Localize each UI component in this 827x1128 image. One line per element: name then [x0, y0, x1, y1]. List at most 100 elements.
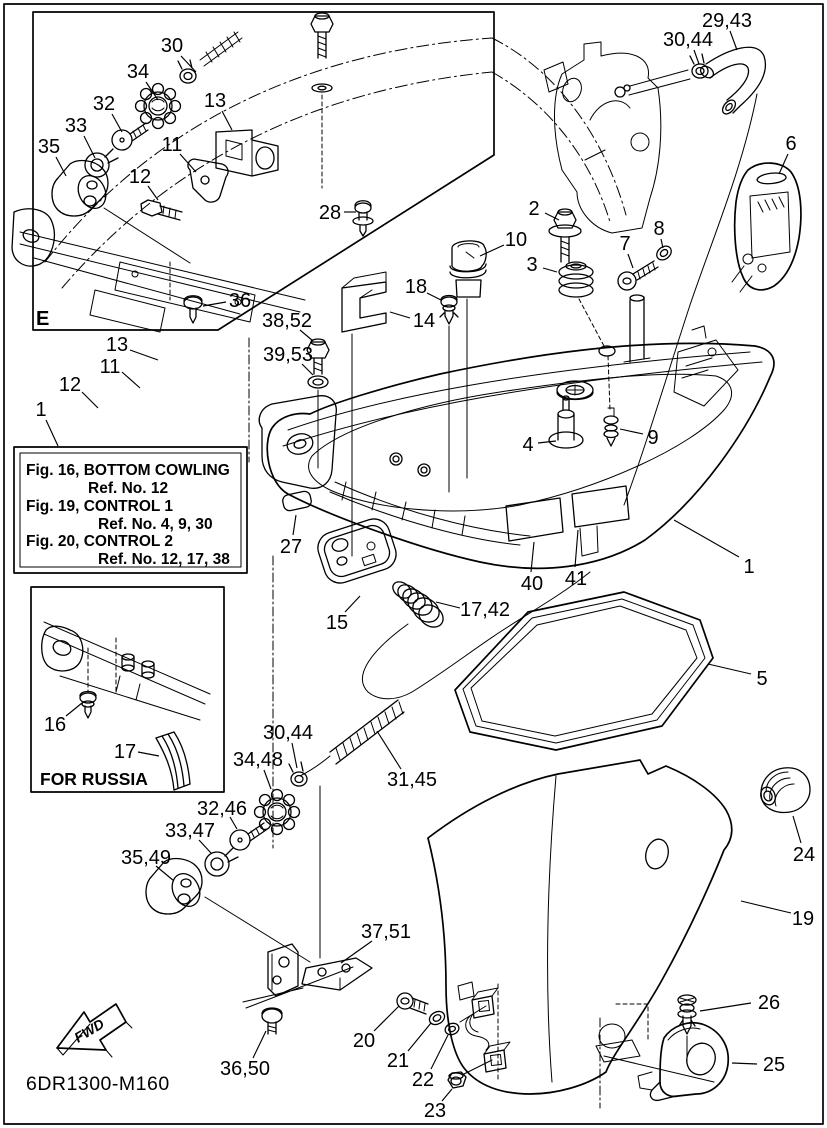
inset-label-e: E — [36, 308, 49, 330]
callout-label-22: 22 — [412, 1069, 434, 1091]
callout-leader-34-48 — [263, 769, 272, 790]
callout-label-9: 9 — [647, 427, 658, 449]
callout-label-25: 25 — [763, 1054, 785, 1076]
callout-label-1: 1 — [743, 556, 754, 578]
callout-label-18: 18 — [405, 276, 427, 298]
callout-label-24: 24 — [793, 844, 815, 866]
callout-leader-17 — [137, 751, 160, 757]
callout-leader-35-49 — [155, 865, 175, 882]
callout-leader-25 — [731, 1062, 758, 1065]
diagram-artwork — [11, 11, 811, 1109]
callout-leader-6 — [778, 153, 789, 175]
callout-label-17-42: 17,42 — [460, 599, 510, 621]
callout-leader-9 — [619, 428, 644, 435]
callout-label-16: 16 — [44, 714, 66, 736]
callout-label-33-47: 33,47 — [165, 820, 215, 842]
callout-label-35-49: 35,49 — [121, 847, 171, 869]
reference-line-2: Fig. 19, CONTROL 1 — [26, 498, 173, 515]
callout-label-28: 28 — [319, 202, 341, 224]
callout-label-13: 13 — [204, 90, 226, 112]
callout-leader-11 — [121, 371, 141, 389]
callout-label-14: 14 — [413, 310, 435, 332]
callout-leader-33 — [83, 135, 96, 159]
callout-leader-12 — [81, 391, 99, 409]
callout-label-4: 4 — [522, 434, 533, 456]
callout-leader-13 — [129, 349, 159, 361]
callout-label-34: 34 — [127, 61, 149, 83]
drawing-code: 6DR1300-M160 — [26, 1073, 170, 1095]
callout-label-6: 6 — [785, 133, 796, 155]
callout-label-11: 11 — [100, 356, 121, 378]
page-border — [3, 3, 824, 1125]
callout-label-34-48: 34,48 — [233, 749, 283, 771]
callout-leader-40 — [530, 541, 535, 573]
callout-leader-26 — [699, 1002, 752, 1012]
callout-label-32-46: 32,46 — [197, 798, 247, 820]
callout-leader-39-53 — [301, 363, 314, 376]
callout-label-37-51: 37,51 — [361, 921, 411, 943]
callout-leader-27 — [292, 514, 297, 536]
callout-label-30: 30 — [161, 35, 183, 57]
callout-label-30-44: 30,44 — [663, 29, 713, 51]
callout-label-8: 8 — [653, 218, 664, 240]
callout-label-19: 19 — [792, 908, 814, 930]
callout-label-35: 35 — [38, 136, 60, 158]
callout-label-13: 13 — [106, 334, 128, 356]
callout-label-26: 26 — [758, 992, 780, 1014]
callout-leader-35 — [55, 156, 67, 177]
callout-leader-12 — [147, 185, 159, 201]
for-russia-box — [30, 586, 225, 793]
callout-leader-1 — [673, 519, 740, 558]
callout-leader-30 — [180, 55, 197, 73]
for-russia-label: FOR RUSSIA — [40, 769, 148, 789]
callout-leader-2 — [544, 212, 560, 221]
callout-leader-32-46 — [229, 816, 238, 830]
callout-leader-29-43 — [729, 30, 738, 51]
callout-label-39-53: 39,53 — [263, 344, 313, 366]
callout-label-36: 36 — [229, 290, 251, 312]
callout-leader-8 — [660, 238, 664, 249]
callout-leader-1 — [45, 419, 59, 447]
callout-leader-22 — [430, 1034, 449, 1070]
callout-leader-17-42 — [435, 601, 461, 609]
callout-leader-33-47 — [198, 839, 212, 854]
callout-label-41: 41 — [565, 568, 587, 590]
callout-label-23: 23 — [424, 1100, 446, 1122]
reference-line-3: Ref. No. 4, 9, 30 — [98, 516, 213, 533]
callout-leader-4 — [537, 440, 557, 444]
callout-leader-31-45 — [376, 730, 402, 770]
callout-label-10: 10 — [505, 229, 527, 251]
callout-leader-14 — [389, 311, 411, 319]
callout-leader-18 — [426, 292, 442, 301]
callout-label-36-50: 36,50 — [220, 1058, 270, 1080]
callout-leader-13 — [221, 110, 233, 131]
callout-label-32: 32 — [93, 93, 115, 115]
callout-label-29-43: 29,43 — [702, 10, 752, 32]
callout-label-31-45: 31,45 — [387, 769, 437, 791]
callout-leader-36-50 — [252, 1030, 267, 1059]
callout-label-12: 12 — [129, 166, 151, 188]
callout-leader-5 — [707, 663, 752, 675]
reference-line-5: Ref. No. 12, 17, 38 — [98, 551, 230, 568]
callout-label-12: 12 — [59, 374, 81, 396]
callout-leader-7 — [627, 253, 634, 269]
callout-leader-15 — [344, 595, 361, 613]
callout-leader-16 — [65, 702, 83, 717]
callout-leader-36 — [202, 301, 227, 307]
reference-line-4: Fig. 20, CONTROL 2 — [26, 533, 173, 550]
reference-line-1: Ref. No. 12 — [88, 480, 168, 497]
callout-leader-30-44 — [291, 742, 298, 769]
callout-label-2: 2 — [528, 198, 539, 220]
callout-leader-23 — [441, 1088, 453, 1102]
callout-leader-41 — [574, 529, 579, 568]
inset-box-e — [32, 11, 495, 331]
callout-leader-19 — [740, 900, 792, 914]
callout-label-20: 20 — [353, 1030, 375, 1052]
callout-label-21: 21 — [387, 1050, 409, 1072]
callout-label-27: 27 — [280, 536, 302, 558]
callout-label-40: 40 — [521, 573, 543, 595]
